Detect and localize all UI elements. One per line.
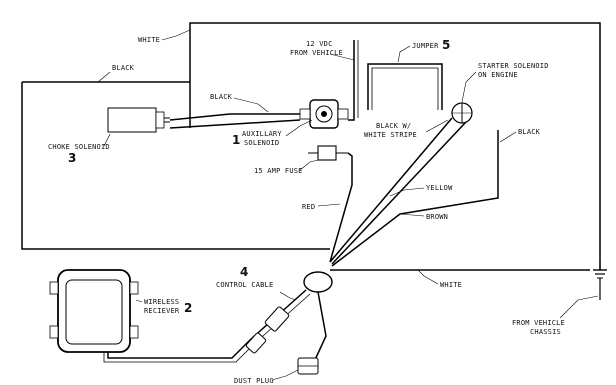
leader-choke <box>103 133 111 147</box>
label-chassis-line2: CHASSIS <box>530 328 561 336</box>
label-bw-line1: BLACK W/ <box>376 122 411 130</box>
twelve-vdc-wire <box>348 40 355 121</box>
black-white-stripe-wire <box>329 117 453 263</box>
label-wireless-line1: WIRELESS <box>144 298 179 306</box>
label-jumper-number: 5 <box>442 38 450 52</box>
label-starter-line2: ON ENGINE <box>478 71 518 79</box>
label-starter-line1: STARTER SOLENOID <box>478 62 549 70</box>
dust-plug <box>297 357 319 375</box>
dust-plug-wire <box>313 291 327 363</box>
jumper-wire <box>367 63 443 110</box>
label-black-mid: BLACK <box>210 93 233 101</box>
label-fuse: 15 AMP FUSE <box>254 167 303 175</box>
label-chassis-line1: FROM VEHICLE <box>512 319 565 327</box>
leader-black-mid <box>233 97 269 113</box>
cable-junction <box>303 271 333 293</box>
fuse <box>308 145 348 161</box>
red-wire <box>329 152 353 263</box>
label-white-bottom: WHITE <box>440 281 462 289</box>
leader-control-cable <box>279 291 297 301</box>
label-12vdc-line2: FROM VEHICLE <box>290 49 343 57</box>
cable-connector-1 <box>264 306 290 332</box>
leader-dust-plug <box>271 369 299 381</box>
leader-chassis <box>559 295 599 319</box>
label-12vdc-line1: 12 VDC <box>306 40 333 48</box>
label-black-right: BLACK <box>518 128 541 136</box>
leader-yellow <box>389 187 425 197</box>
leader-black-top <box>97 71 111 83</box>
label-wireless-line2: RECIEVER <box>144 307 180 315</box>
label-aux-line1: AUXILLARY <box>242 130 282 138</box>
choke-wire-2 <box>169 119 301 129</box>
cable-connector-2 <box>245 332 267 354</box>
yellow-wire <box>331 121 467 265</box>
jumper-wire-inner <box>371 67 439 110</box>
label-wireless-number: 2 <box>184 301 192 315</box>
auxiliary-solenoid <box>299 99 349 129</box>
label-red: RED <box>302 203 315 211</box>
leader-black-right <box>499 131 517 143</box>
leader-fuse <box>299 159 319 171</box>
ground-icon <box>593 262 607 300</box>
choke-solenoid <box>107 107 170 133</box>
label-white-top: WHITE <box>138 36 160 44</box>
leader-white-top <box>161 29 191 41</box>
wireless-receiver <box>49 269 139 353</box>
leader-wireless <box>135 299 143 303</box>
black-wire-loop <box>21 81 330 250</box>
leader-starter <box>461 71 477 103</box>
leader-white-bottom <box>417 269 439 285</box>
brown-wire <box>331 145 499 267</box>
starter-solenoid <box>451 102 473 124</box>
label-yellow: YELLOW <box>426 184 453 192</box>
label-choke-number: 3 <box>68 151 76 165</box>
label-bw-line2: WHITE STRIPE <box>364 131 417 139</box>
label-jumper: JUMPER <box>412 42 439 50</box>
label-brown: BROWN <box>426 213 448 221</box>
leader-red <box>317 203 341 207</box>
leader-brown <box>399 213 425 217</box>
label-aux-line2: SOLENOID <box>244 139 279 147</box>
label-aux-number: 1 <box>232 133 240 147</box>
white-wire-loop <box>189 22 601 270</box>
leader-12vdc <box>329 53 355 61</box>
label-black-top: BLACK <box>112 64 135 72</box>
leader-aux <box>285 119 313 137</box>
label-cable-number: 4 <box>240 265 248 279</box>
leader-bw <box>425 119 449 133</box>
leader-jumper <box>397 45 411 63</box>
label-control-cable: CONTROL CABLE <box>216 281 273 289</box>
label-choke: CHOKE SOLENOID <box>48 143 110 151</box>
label-dust-plug: DUST PLUG <box>234 377 274 385</box>
choke-wire <box>169 113 300 121</box>
